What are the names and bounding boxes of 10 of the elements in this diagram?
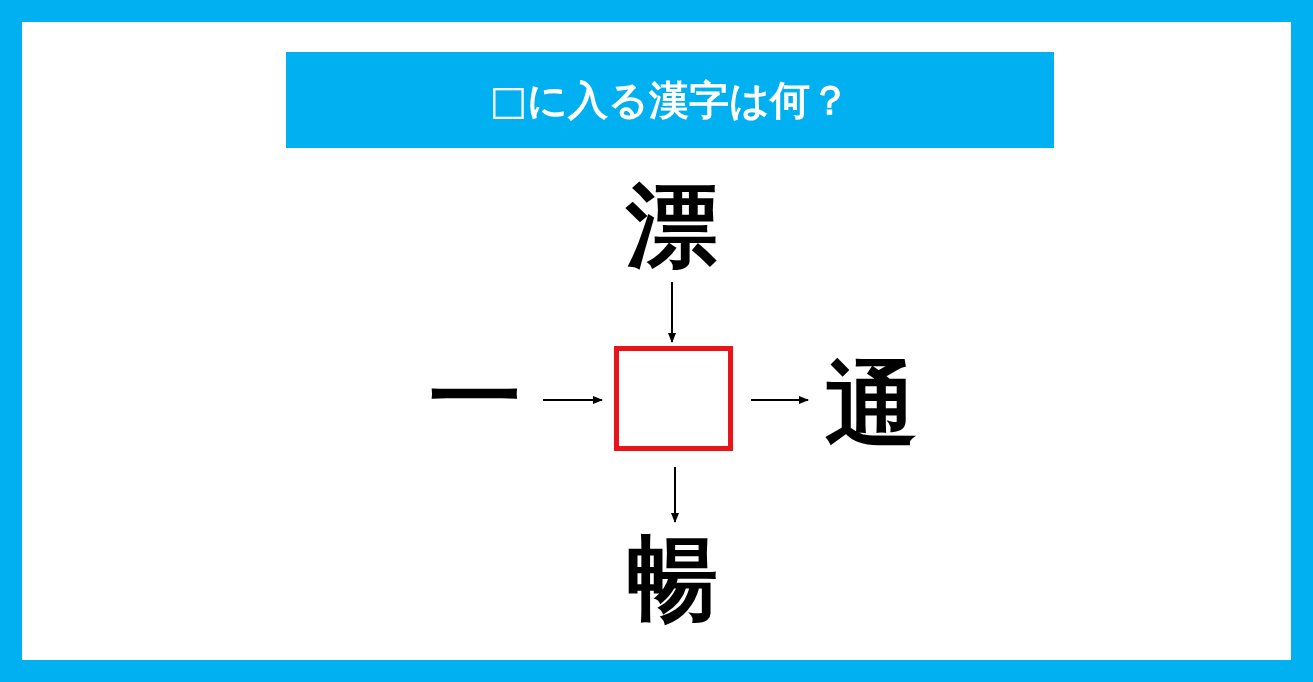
kanji-character: 暢 (622, 526, 722, 632)
kanji-character: 一 (425, 348, 525, 448)
title-banner: □に入る漢字は何？ (286, 52, 1054, 148)
kanji-character: 漂 (622, 172, 722, 280)
answer-box (614, 346, 733, 451)
arrow (750, 396, 809, 404)
arrow (668, 281, 676, 343)
arrow (542, 396, 603, 404)
kanji-character: 通 (820, 355, 922, 455)
arrow (671, 466, 679, 523)
